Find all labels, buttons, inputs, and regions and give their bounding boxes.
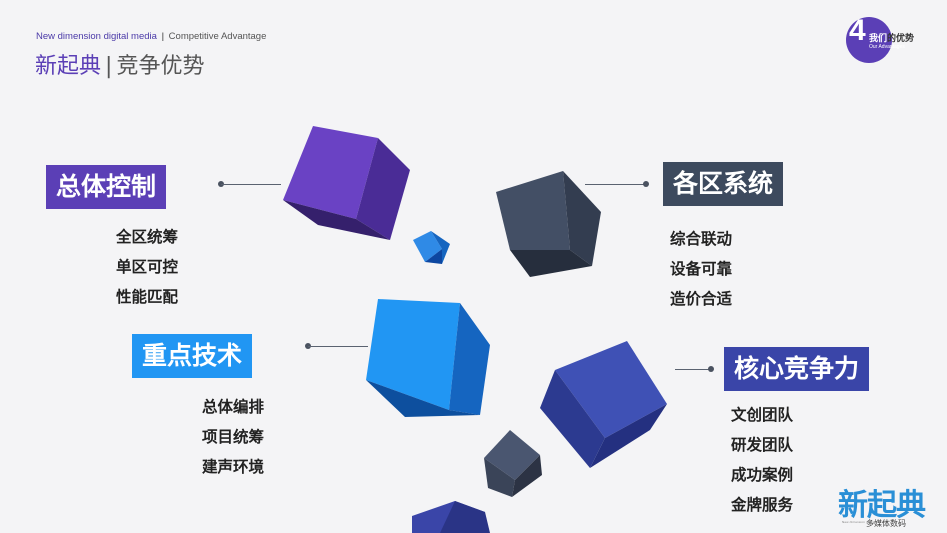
badge-text: 我们的优势 bbox=[869, 31, 914, 44]
list-item: 综合联动 bbox=[670, 230, 733, 248]
badge-text-dark: 的优势 bbox=[887, 34, 915, 44]
label-zone-systems: 各区系统 bbox=[663, 162, 784, 206]
subtitle-separator: | bbox=[161, 31, 165, 42]
slate-cube bbox=[496, 171, 601, 277]
connector-dot bbox=[708, 366, 714, 372]
list-item: 全区统筹 bbox=[116, 228, 179, 246]
label-key-technology: 重点技术 bbox=[132, 334, 253, 378]
list-item: 单区可控 bbox=[116, 258, 179, 276]
label-overall-control: 总体控制 bbox=[46, 165, 167, 209]
connector-line bbox=[585, 184, 647, 185]
list-item: 项目统筹 bbox=[202, 428, 265, 446]
list-key-technology: 总体编排 项目统筹 建声环境 bbox=[202, 392, 264, 482]
list-item: 建声环境 bbox=[202, 458, 265, 476]
title-rest: 竞争优势 bbox=[116, 54, 205, 79]
label-core-competitiveness: 核心竞争力 bbox=[724, 347, 870, 391]
badge-text-en: Our Advantages bbox=[869, 44, 905, 50]
logo-tagline: 多媒体数码 bbox=[866, 519, 906, 528]
brand-logo: 新起典 bbox=[838, 488, 926, 523]
logo-small-print: New dimension digital media bbox=[842, 520, 886, 524]
list-item: 总体编排 bbox=[202, 398, 265, 416]
subtitle-english: Competitive Advantage bbox=[168, 31, 267, 42]
list-zone-systems: 综合联动 设备可靠 造价合适 bbox=[670, 224, 732, 314]
connector-line bbox=[308, 346, 368, 347]
list-item: 性能匹配 bbox=[116, 288, 179, 306]
section-badge bbox=[846, 17, 892, 63]
list-item: 研发团队 bbox=[731, 436, 794, 454]
connector-dot bbox=[643, 181, 649, 187]
list-item: 文创团队 bbox=[731, 406, 794, 424]
badge-number: 4 bbox=[849, 14, 866, 47]
indigo-cube bbox=[540, 341, 667, 468]
list-overall-control: 全区统筹 单区可控 性能匹配 bbox=[116, 222, 178, 312]
list-item: 设备可靠 bbox=[670, 260, 733, 278]
connector-line bbox=[675, 369, 711, 370]
list-core-competitiveness: 文创团队 研发团队 成功案例 金牌服务 bbox=[731, 400, 793, 520]
purple-cube bbox=[283, 126, 410, 240]
list-item: 造价合适 bbox=[670, 290, 733, 308]
connector-line bbox=[221, 184, 281, 185]
page-title: 新起典|竞争优势 bbox=[35, 48, 204, 80]
light-blue-cube bbox=[366, 299, 490, 417]
title-separator: | bbox=[105, 54, 113, 79]
badge-text-light: 我们 bbox=[869, 34, 888, 44]
bottom-indigo-cube bbox=[412, 501, 490, 533]
list-item: 成功案例 bbox=[731, 466, 794, 484]
subtitle-brand: New dimension digital media bbox=[36, 31, 157, 42]
header-subtitle: New dimension digital media | Competitiv… bbox=[36, 31, 266, 42]
title-brand: 新起典 bbox=[35, 54, 102, 79]
list-item: 金牌服务 bbox=[731, 496, 794, 514]
small-blue-cube bbox=[413, 231, 450, 264]
small-slate-cube bbox=[484, 430, 542, 497]
